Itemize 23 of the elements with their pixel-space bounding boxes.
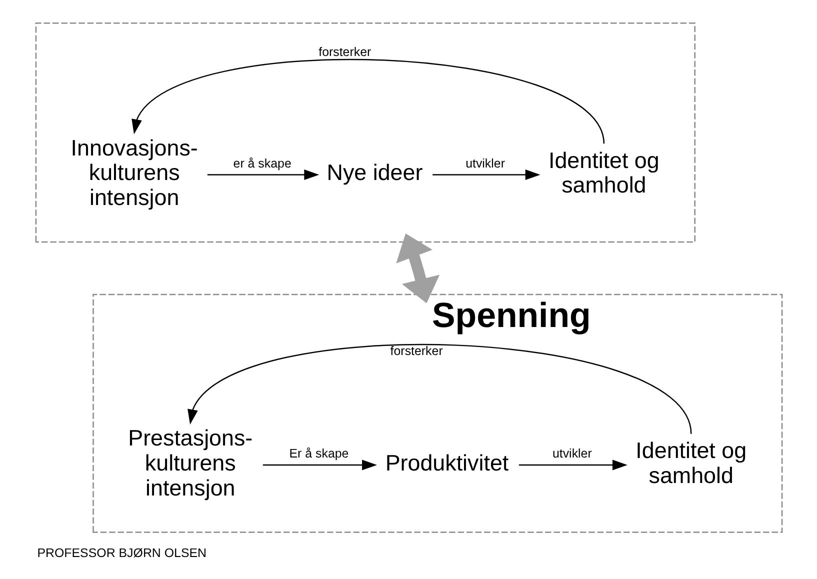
- edge-label: forsterker: [318, 45, 371, 60]
- cluster: [34, 22, 695, 243]
- arrow: [206, 170, 319, 180]
- arrow: [131, 59, 604, 144]
- node-text: Nye ideer: [326, 160, 422, 186]
- arrow: [518, 460, 627, 470]
- arrow: [262, 460, 376, 470]
- node-text: Identitet og samhold: [548, 148, 659, 198]
- node-text: Prestasjons- kulturens intensjon: [128, 426, 252, 500]
- edge-label: er å skape: [232, 156, 291, 170]
- arrow: [396, 234, 440, 304]
- node-text: Innovasjons- kulturens intensjon: [70, 135, 198, 210]
- caption: PROFESSOR BJØRN OLSEN: [36, 546, 206, 560]
- edge-label: utvikler: [465, 156, 504, 170]
- node-text: Identitet og samhold: [635, 438, 746, 488]
- edge-label: forsterker: [390, 344, 442, 358]
- arrow: [187, 344, 692, 434]
- edge-label: Er å skape: [288, 446, 348, 460]
- node-text: Produktivitet: [384, 450, 508, 476]
- arrow: [432, 170, 540, 180]
- edge-label: Spenning: [432, 296, 590, 336]
- edge-label: utvikler: [552, 446, 592, 460]
- cluster: [92, 294, 782, 533]
